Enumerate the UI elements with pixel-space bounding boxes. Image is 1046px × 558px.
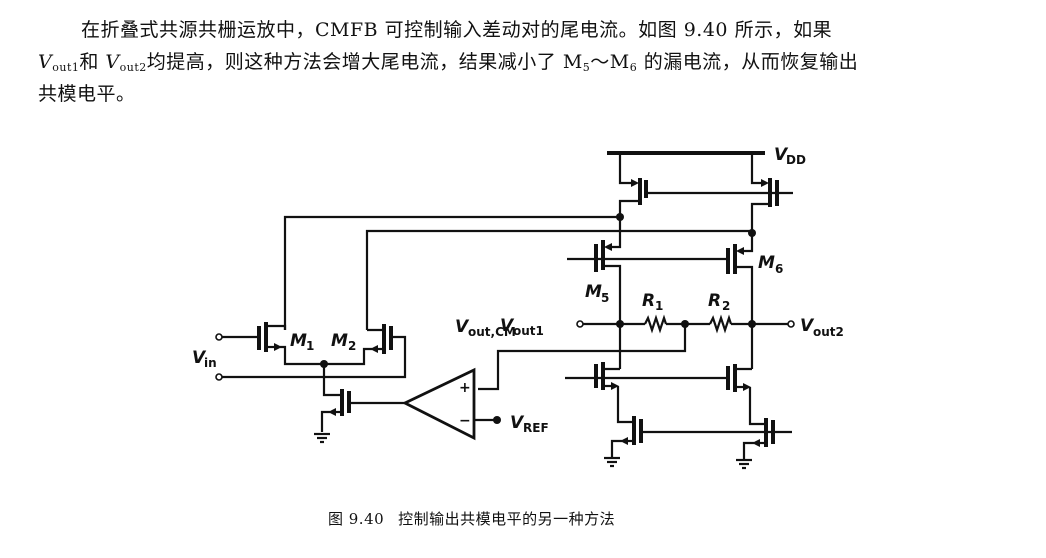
wire-vout-cm <box>478 324 687 391</box>
svg-text:V: V <box>455 317 470 337</box>
svg-text:5: 5 <box>601 291 609 305</box>
figure-title: 控制输出共模电平的另一种方法 <box>398 510 616 528</box>
svg-text:V: V <box>192 348 207 368</box>
svg-text:M: M <box>331 331 348 351</box>
nmos-source-right <box>736 418 775 470</box>
figure-number: 图 9.40 <box>328 510 385 528</box>
wire-m1-drain <box>283 215 620 330</box>
svg-text:out1: out1 <box>513 324 544 338</box>
transistor-m2: M 2 <box>215 324 407 381</box>
svg-text:+: + <box>459 380 471 396</box>
svg-text:1: 1 <box>655 299 663 313</box>
opamp-cmfb: + − V REF <box>401 367 549 441</box>
svg-text:6: 6 <box>775 262 783 276</box>
svg-text:M: M <box>290 331 307 351</box>
svg-text:1: 1 <box>306 339 314 353</box>
transistor-m6: M 6 <box>726 233 783 322</box>
vdd-rail: V DD <box>607 145 806 167</box>
svg-text:in: in <box>204 356 217 370</box>
paragraph-line-2: Vout1和 Vout2均提高，则这种方法会增大尾电流，结果减小了 M5～M6 … <box>38 51 859 74</box>
tail-transistor <box>314 364 405 444</box>
nmos-cascode-right <box>726 324 766 426</box>
svg-text:REF: REF <box>523 421 549 435</box>
paragraph-line-1: 在折叠式共源共栅运放中，CMFB 可控制输入差动对的尾电流。如图 9.40 所示… <box>81 19 833 41</box>
resistor-r2 <box>709 314 733 334</box>
transistor-m5: M 5 <box>585 217 622 322</box>
svg-text:out2: out2 <box>813 325 844 339</box>
svg-text:V: V <box>800 316 815 336</box>
figure-caption: 图 9.40 控制输出共模电平的另一种方法 <box>328 508 615 529</box>
svg-text:V: V <box>774 145 789 165</box>
svg-text:2: 2 <box>348 339 356 353</box>
wire-m2-drain <box>365 229 752 330</box>
svg-text:R: R <box>708 291 721 311</box>
transistor-m1: M 1 <box>215 322 324 366</box>
svg-text:−: − <box>459 413 471 429</box>
svg-text:DD: DD <box>786 153 806 167</box>
nmos-source-left <box>604 416 643 468</box>
svg-text:M: M <box>758 253 775 273</box>
svg-text:V: V <box>500 316 515 336</box>
svg-text:out,CM: out,CM <box>468 325 516 339</box>
body-paragraph: 在折叠式共源共栅运放中，CMFB 可控制输入差动对的尾电流。如图 9.40 所示… <box>38 14 1028 110</box>
svg-text:M: M <box>585 282 602 302</box>
output-node-row: R 1 R 2 V out1 V out2 <box>500 291 844 339</box>
svg-text:2: 2 <box>722 299 730 313</box>
resistor-r1 <box>644 314 668 334</box>
pmos-current-source-left <box>618 153 648 217</box>
paragraph-line-3: 共模电平。 <box>38 83 136 105</box>
svg-text:V: V <box>510 413 525 433</box>
svg-text:R: R <box>642 291 655 311</box>
nmos-cascode-left <box>594 324 634 424</box>
